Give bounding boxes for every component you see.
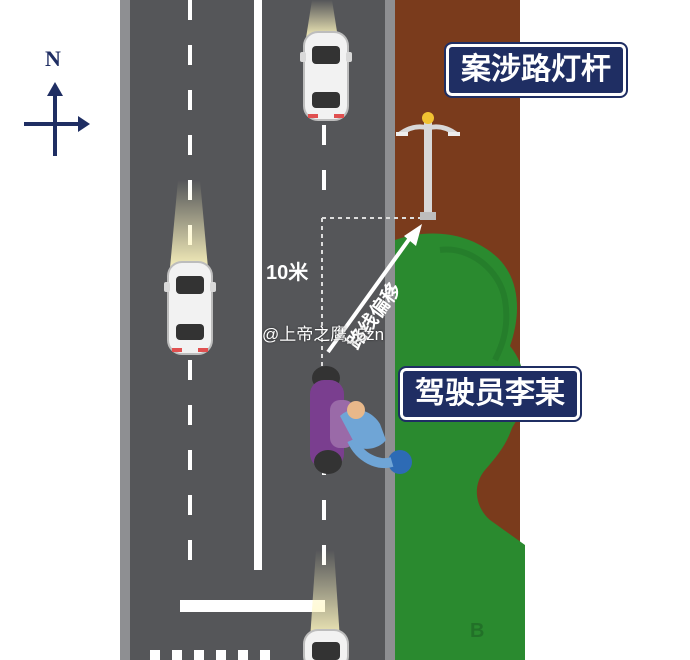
road-edge-right: [385, 0, 395, 660]
stop-line: [180, 600, 325, 612]
solid-center-line: [254, 0, 262, 570]
watermark-logo: B: [470, 620, 487, 642]
road-edge-left: [120, 0, 130, 660]
compass-north-label: N: [45, 46, 61, 71]
car-bottom: [303, 550, 349, 660]
crosswalk: [150, 650, 270, 660]
grass-area: [395, 233, 525, 660]
deviation-arrow-icon: [326, 224, 422, 354]
car-top: [300, 0, 352, 121]
streetlight-pole-icon: [396, 112, 460, 220]
grass-shade: [439, 246, 510, 362]
streetlight-pole-label: 案涉路灯杆: [444, 42, 628, 98]
compass-arrow-icon: [24, 82, 90, 156]
car-left: [164, 180, 216, 355]
distance-label: 10米: [266, 262, 309, 284]
white-margin: [520, 0, 690, 660]
scooter-rider-icon: [310, 366, 412, 474]
watermark-text: @上帝之鹰_5zn: [262, 325, 385, 344]
driver-label: 驾驶员李某: [398, 366, 582, 422]
